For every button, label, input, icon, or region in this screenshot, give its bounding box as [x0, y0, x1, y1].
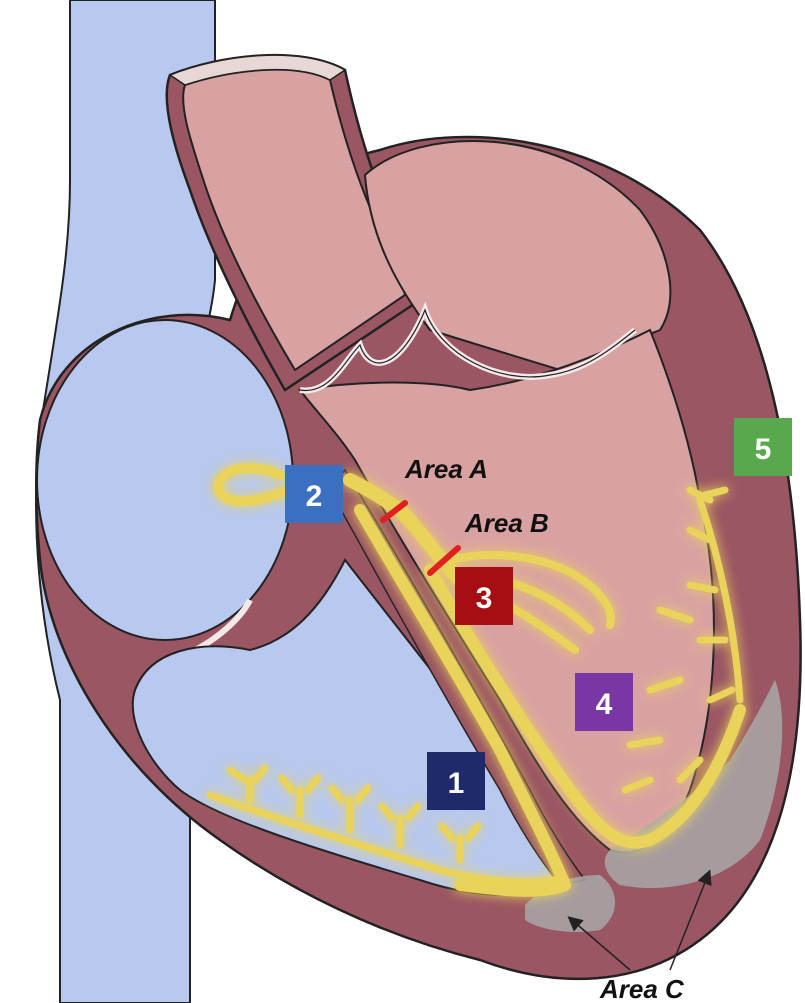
label-area-a: Area A [404, 454, 488, 484]
badge-2: 2 [285, 465, 343, 523]
arrow-area-c-right [669, 869, 712, 971]
arrow-area-c-left [567, 916, 631, 971]
right-bundle-branch [354, 504, 571, 897]
lesion-area-b [427, 545, 461, 576]
sa-node [213, 463, 305, 507]
badge-1-number: 1 [448, 767, 465, 800]
badge-2-number: 2 [306, 480, 323, 513]
right-atrium [36, 319, 294, 641]
label-area-b: Area B [464, 508, 549, 538]
badge-5-number: 5 [755, 433, 772, 466]
left-bundle-branch [424, 564, 746, 849]
aorta-opening [168, 54, 347, 86]
badge-4: 4 [575, 673, 633, 731]
badge-4-number: 4 [596, 688, 613, 721]
purkinje-right [206, 764, 559, 886]
badge-3: 3 [455, 567, 513, 625]
badge-1: 1 [427, 752, 485, 810]
lesion-area-a [380, 500, 408, 523]
badge-3-number: 3 [476, 582, 493, 615]
purkinje-left [621, 486, 744, 794]
label-area-c: Area C [599, 974, 685, 1003]
badge-5: 5 [734, 418, 792, 476]
pulmonary-trunk [363, 140, 672, 372]
